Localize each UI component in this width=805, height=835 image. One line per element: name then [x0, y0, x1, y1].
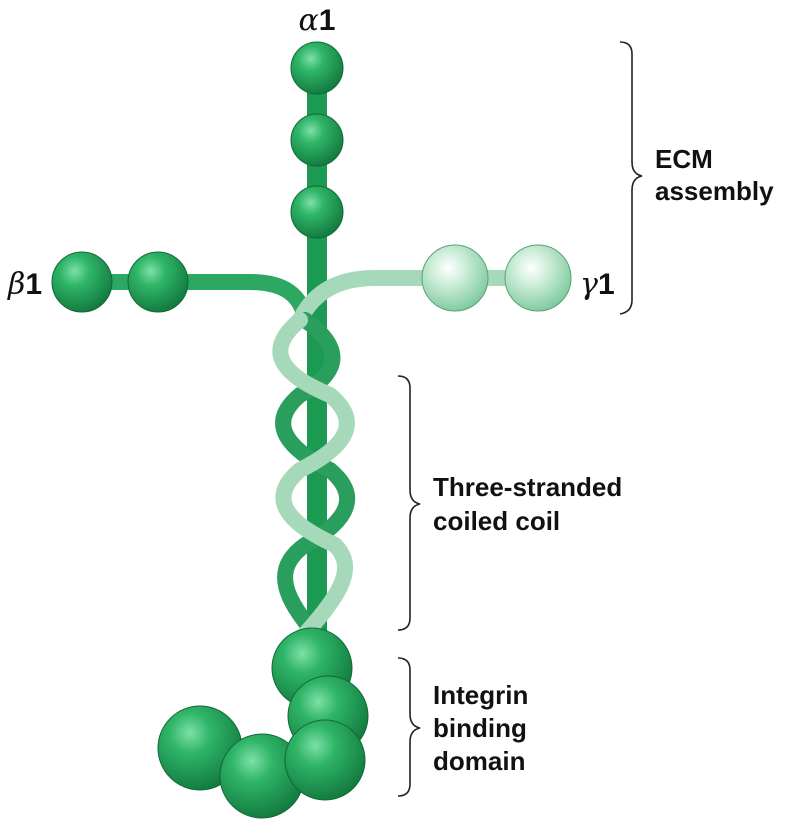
- alpha-chain-label: α1: [299, 3, 336, 38]
- beta-chain-label: β1: [7, 267, 42, 302]
- ecm-assembly-bracket: [620, 42, 642, 314]
- gamma-chain-arm: [300, 278, 540, 320]
- alpha-globule-3: [291, 186, 343, 238]
- alpha-globule-1: [291, 42, 343, 94]
- gamma-globule-2: [505, 245, 571, 311]
- alpha-globule-2: [291, 114, 343, 166]
- gamma-globule-1: [422, 245, 488, 311]
- integrin-globule-5: [285, 720, 365, 800]
- coiled-coil-label: Three-stranded coiled coil: [433, 472, 630, 536]
- integrin-binding-bracket: [398, 658, 420, 796]
- ecm-assembly-label: ECM assembly: [655, 144, 774, 206]
- beta-globule-1: [52, 252, 112, 312]
- beta-globule-2: [128, 252, 188, 312]
- integrin-binding-label: Integrin binding domain: [433, 680, 536, 776]
- gamma-chain-label: γ1: [580, 267, 615, 302]
- coiled-coil-bracket: [398, 376, 420, 630]
